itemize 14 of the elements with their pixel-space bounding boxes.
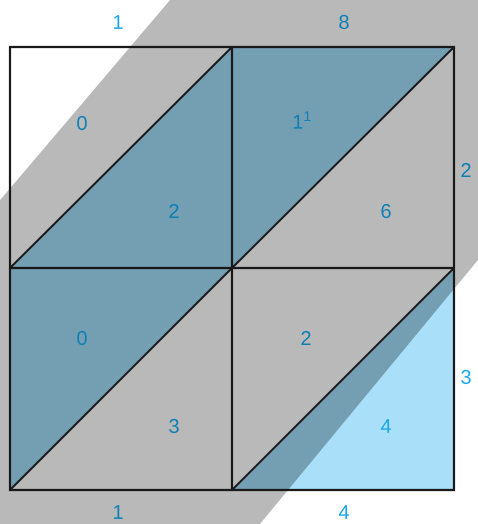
digit-label: 2 [169, 204, 179, 218]
digit-label: 0 [77, 116, 87, 130]
digit-label: 8 [339, 14, 349, 30]
digit-label: 1$^{1}$ [294, 111, 311, 129]
digit-label: 3 [461, 370, 471, 384]
digit-label: 2 [301, 331, 311, 345]
digit-label: 2 [461, 163, 471, 177]
digit-label: 4 [338, 505, 349, 519]
digit-label: 0 [77, 330, 87, 346]
digit-label: 4 [380, 419, 391, 433]
digit-label: 1 [114, 15, 123, 29]
digit-label: 1 [114, 505, 123, 519]
digit-label: 6 [381, 204, 391, 218]
digit-label: 3 [169, 418, 179, 434]
